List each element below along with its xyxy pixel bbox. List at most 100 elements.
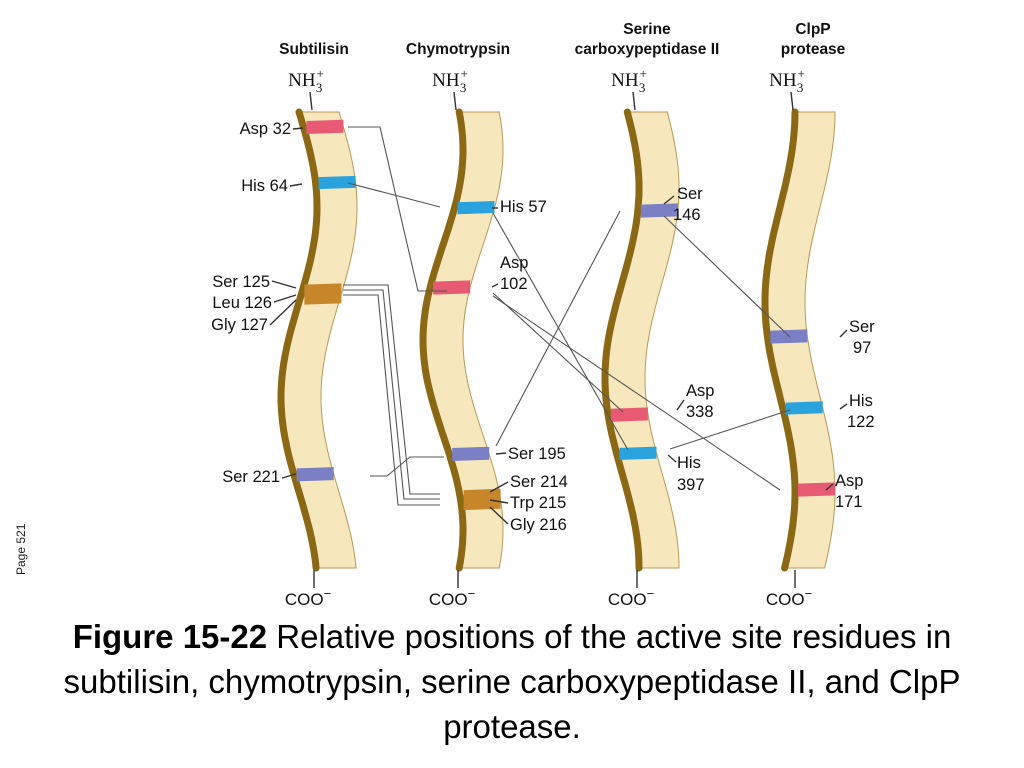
c-terminus-label: COO− [285,586,331,609]
label-tick [663,195,675,205]
connector-asp [492,295,781,491]
connector-his [669,409,791,450]
connector-asp [348,126,447,292]
residue-band-asp [306,119,344,135]
label-tick [491,283,499,288]
column-title: Chymotrypsin [406,41,510,58]
strand-edge [761,108,799,572]
residue-label: His 57 [500,198,547,216]
protein-strands [277,108,836,572]
connector-block [343,284,440,495]
column-title: Subtilisin [279,41,349,58]
strand-edge [601,108,643,572]
residue-label: Asp 32 [240,120,291,138]
residue-label: Asp [835,472,863,490]
residue-label: Ser 125 [212,273,270,291]
label-tick [271,280,297,289]
residue-label: Ser [677,185,703,203]
residue-label: His 64 [241,177,288,195]
n-terminus-label: NH+3 [432,66,468,95]
residue-label: 122 [847,413,875,431]
residue-band-block [463,488,501,511]
residue-label: Gly 127 [211,316,268,334]
label-tick [839,329,848,338]
residue-label: Ser 214 [510,473,568,491]
strand-chymotrypsin [419,108,504,572]
residue-label: 397 [677,476,705,494]
label-tick [825,483,834,491]
residue-label: Leu 126 [212,294,272,312]
residue-band-his [619,446,657,460]
residue-band-ser [296,467,334,482]
column-title: Serine [623,21,671,38]
connector-asp [492,292,624,413]
residue-label: Asp [686,382,714,400]
label-tick [489,506,509,525]
connector-ser [370,456,444,477]
connector-block [343,289,440,500]
figure-caption: Figure 15-22 Relative positions of the a… [40,614,984,749]
residue-label: 102 [500,275,528,293]
c-terminus-label: COO− [766,586,812,609]
residue-band-block [304,283,342,305]
n-terminus-label: NH+3 [769,66,805,95]
column-title: protease [781,41,846,58]
label-tick [489,499,509,504]
residue-label: 97 [853,339,871,357]
label-tick [489,481,509,493]
residue-label: His [849,392,873,410]
label-tick [281,473,297,479]
residue-band-his [785,401,823,415]
residue-connectors [343,126,791,506]
residue-label: Asp [500,254,528,272]
label-tick [495,452,507,455]
n-terminus-tick [790,91,794,111]
column-titles: Subtilisin Chymotrypsin Serine carboxype… [279,21,846,58]
caption-text: Relative positions of the active site re… [63,618,961,745]
strand-serine-carboxypeptidase [601,108,680,572]
residue-label: Gly 216 [510,516,567,534]
column-title: ClpP [795,21,830,38]
residue-label: 171 [835,493,863,511]
residue-label: Ser 195 [508,445,566,463]
connector-ser [663,215,791,338]
residue-band-asp [433,280,471,295]
residue-label: Ser 221 [222,468,280,486]
strand-subtilisin [277,108,358,572]
column-title: carboxypeptidase II [575,41,720,58]
connector-his [492,212,629,451]
strand-edge [419,108,467,572]
page-number: Page 521 [14,523,28,575]
c-terminus-label: COO− [608,586,654,609]
residue-label: Trp 215 [510,494,566,512]
residue-label: Ser [849,318,875,336]
label-tick [676,399,685,411]
n-terminus-tick [453,91,457,111]
residue-band-his [318,175,356,190]
n-terminus-tick [632,91,636,111]
residue-band-ser [640,203,678,218]
strand-edge [277,108,321,572]
residue-label: His [677,454,701,472]
connector-his [347,182,441,208]
residue-label: 338 [686,403,714,421]
label-tick [667,454,677,463]
residue-band-his [457,201,495,215]
label-tick [273,294,297,303]
connector-block [343,294,440,506]
figure-number: Figure 15-22 [72,618,268,655]
n-terminus-tick [309,91,313,111]
n-terminus-label: NH+3 [611,66,647,95]
residue-label: 146 [673,206,701,224]
residue-band-asp [798,482,835,497]
label-tick [289,183,303,187]
residue-band-ser [452,446,490,461]
c-terminus-label: COO− [429,586,475,609]
label-tick [292,127,304,130]
strand-clpp [761,108,836,572]
label-tick [269,299,297,326]
connector-ser [495,210,621,447]
n-terminus-label: NH+3 [288,66,324,95]
